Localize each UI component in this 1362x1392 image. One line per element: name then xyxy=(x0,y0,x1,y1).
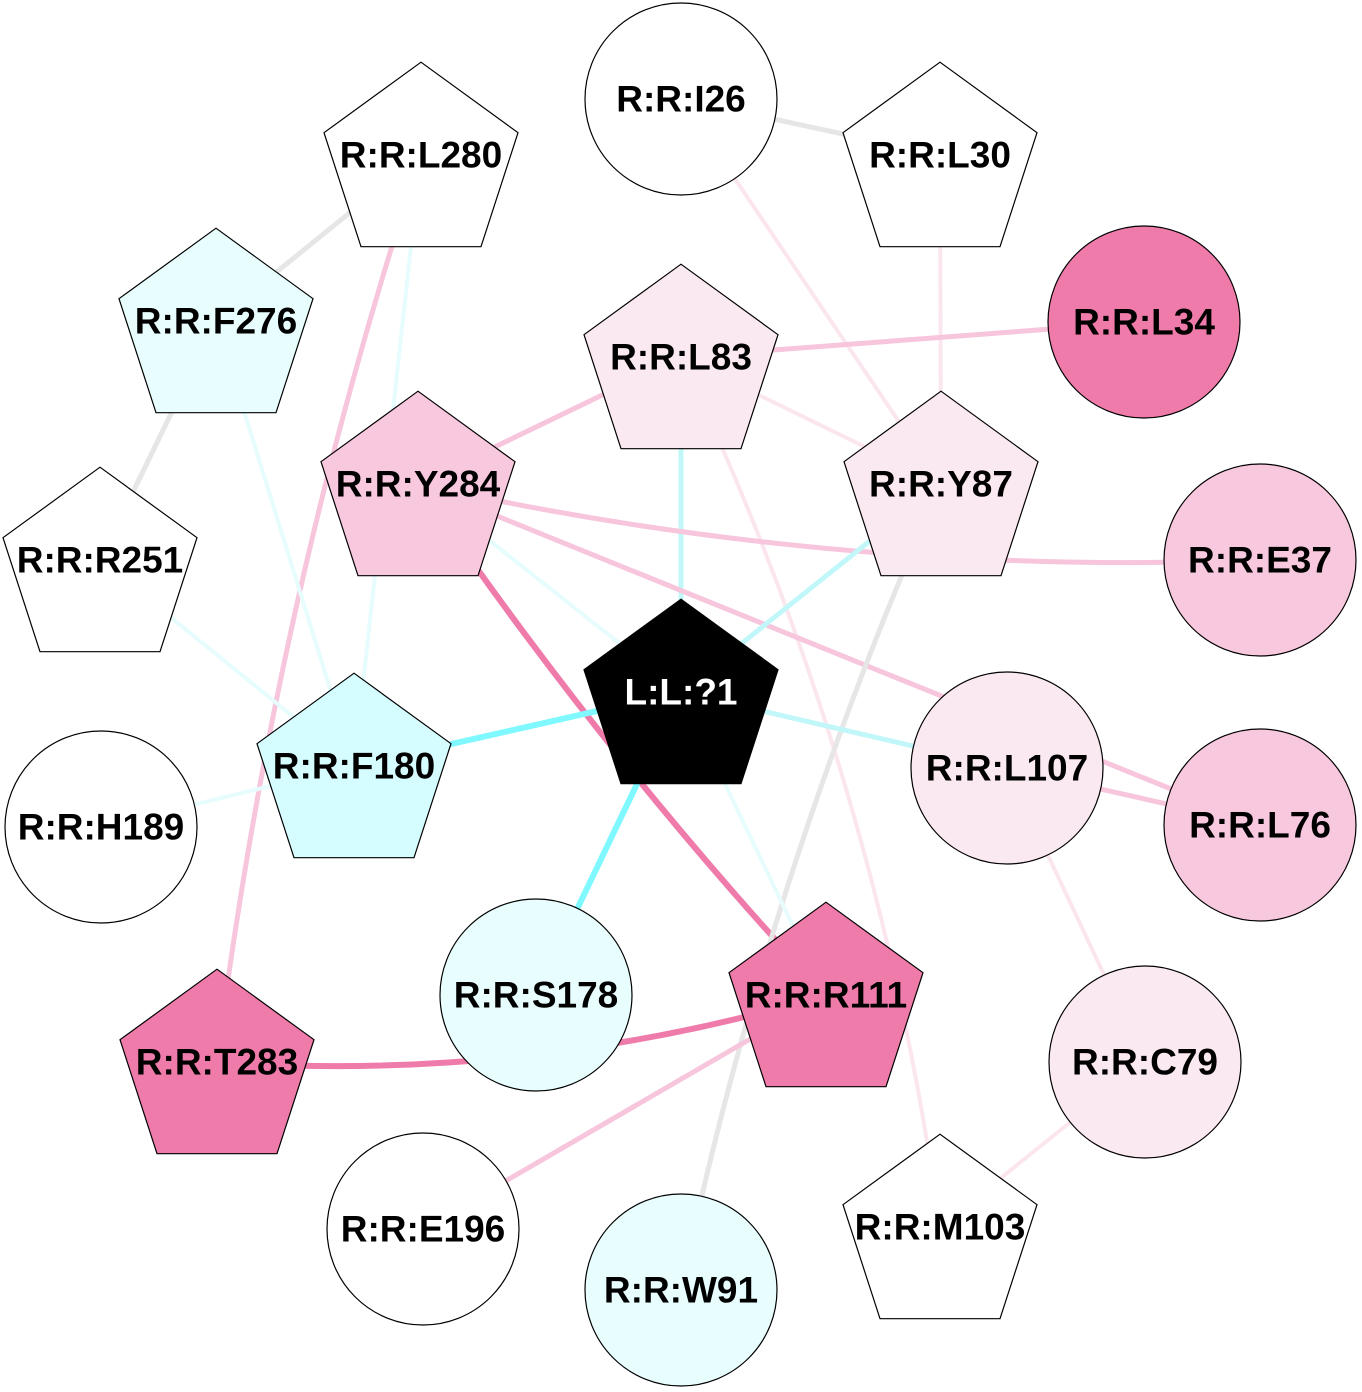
node-pentagon xyxy=(256,672,452,859)
node-label: R:R:L76 xyxy=(1189,805,1331,846)
node-label: R:R:F276 xyxy=(135,301,297,342)
node-label: R:R:T283 xyxy=(136,1042,298,1083)
node-label: R:R:L83 xyxy=(610,337,752,378)
node-label: R:R:I26 xyxy=(616,79,746,120)
edge-r-r-y284-to-r-r-l76 xyxy=(415,481,1263,828)
node-pentagon xyxy=(842,1133,1038,1320)
node-circle xyxy=(584,1193,778,1387)
node-pentagon xyxy=(843,390,1039,577)
edge-r-r-l83-to-r-r-m103 xyxy=(679,355,942,1229)
node-r-r-e196: R:R:E196 xyxy=(326,1132,520,1326)
node-r-r-l83: R:R:L83 xyxy=(583,263,779,450)
node-pentagon xyxy=(119,968,315,1155)
node-label: R:R:E37 xyxy=(1188,540,1332,581)
node-pentagon xyxy=(728,901,924,1088)
node-pentagon xyxy=(583,263,779,450)
node-circle xyxy=(1163,463,1357,657)
edge-r-r-y87-to-r-r-w91 xyxy=(678,481,944,1293)
node-circle xyxy=(1048,965,1242,1159)
edge-r-r-l280-to-r-r-t283 xyxy=(214,152,424,1065)
node-label: R:R:R111 xyxy=(745,975,907,1016)
node-circle xyxy=(1163,728,1357,922)
node-label: R:R:E196 xyxy=(341,1209,506,1250)
node-pentagon xyxy=(320,390,516,577)
node-label: L:L:?1 xyxy=(624,672,737,713)
node-label: R:R:W91 xyxy=(604,1270,758,1311)
node-r-r-r251: R:R:R251 xyxy=(2,466,198,653)
node-label: R:R:H189 xyxy=(18,807,185,848)
node-r-r-c79: R:R:C79 xyxy=(1048,965,1242,1159)
node-pentagon xyxy=(583,598,779,785)
node-l-l-1: L:L:?1 xyxy=(583,598,779,785)
node-label: R:R:C79 xyxy=(1072,1042,1218,1083)
node-r-r-y87: R:R:Y87 xyxy=(843,390,1039,577)
node-label: R:R:L30 xyxy=(869,135,1011,176)
node-r-r-t283: R:R:T283 xyxy=(119,968,315,1155)
node-r-r-m103: R:R:M103 xyxy=(842,1133,1038,1320)
node-label: R:R:M103 xyxy=(855,1207,1026,1248)
node-label: R:R:Y284 xyxy=(336,464,501,505)
node-r-r-l280: R:R:L280 xyxy=(323,61,519,248)
node-circle xyxy=(910,671,1104,865)
node-r-r-i26: R:R:I26 xyxy=(584,2,778,196)
node-circle xyxy=(326,1132,520,1326)
node-label: R:R:Y87 xyxy=(869,464,1013,505)
node-pentagon xyxy=(118,227,314,414)
node-r-r-f276: R:R:F276 xyxy=(118,227,314,414)
node-r-r-f180: R:R:F180 xyxy=(256,672,452,859)
node-r-r-r111: R:R:R111 xyxy=(728,901,924,1088)
node-r-r-h189: R:R:H189 xyxy=(4,730,198,924)
node-pentagon xyxy=(323,61,519,248)
node-label: R:R:L34 xyxy=(1073,302,1215,343)
node-label: R:R:L280 xyxy=(340,135,502,176)
node-r-r-l76: R:R:L76 xyxy=(1163,728,1357,922)
node-label: R:R:R251 xyxy=(17,540,184,581)
node-pentagon xyxy=(842,61,1038,248)
node-circle xyxy=(584,2,778,196)
node-pentagon xyxy=(2,466,198,653)
node-circle xyxy=(4,730,198,924)
node-label: R:R:F180 xyxy=(273,746,435,787)
node-label: R:R:L107 xyxy=(926,748,1088,789)
node-r-r-e37: R:R:E37 xyxy=(1163,463,1357,657)
node-label: R:R:S178 xyxy=(454,975,619,1016)
node-r-r-l107: R:R:L107 xyxy=(910,671,1104,865)
node-r-r-l34: R:R:L34 xyxy=(1047,225,1241,419)
node-circle xyxy=(439,898,633,1092)
node-circle xyxy=(1047,225,1241,419)
node-r-r-w91: R:R:W91 xyxy=(584,1193,778,1387)
edge-r-r-y284-to-r-r-e37 xyxy=(415,481,1263,566)
node-r-r-s178: R:R:S178 xyxy=(439,898,633,1092)
node-r-r-y284: R:R:Y284 xyxy=(320,390,516,577)
node-r-r-l30: R:R:L30 xyxy=(842,61,1038,248)
